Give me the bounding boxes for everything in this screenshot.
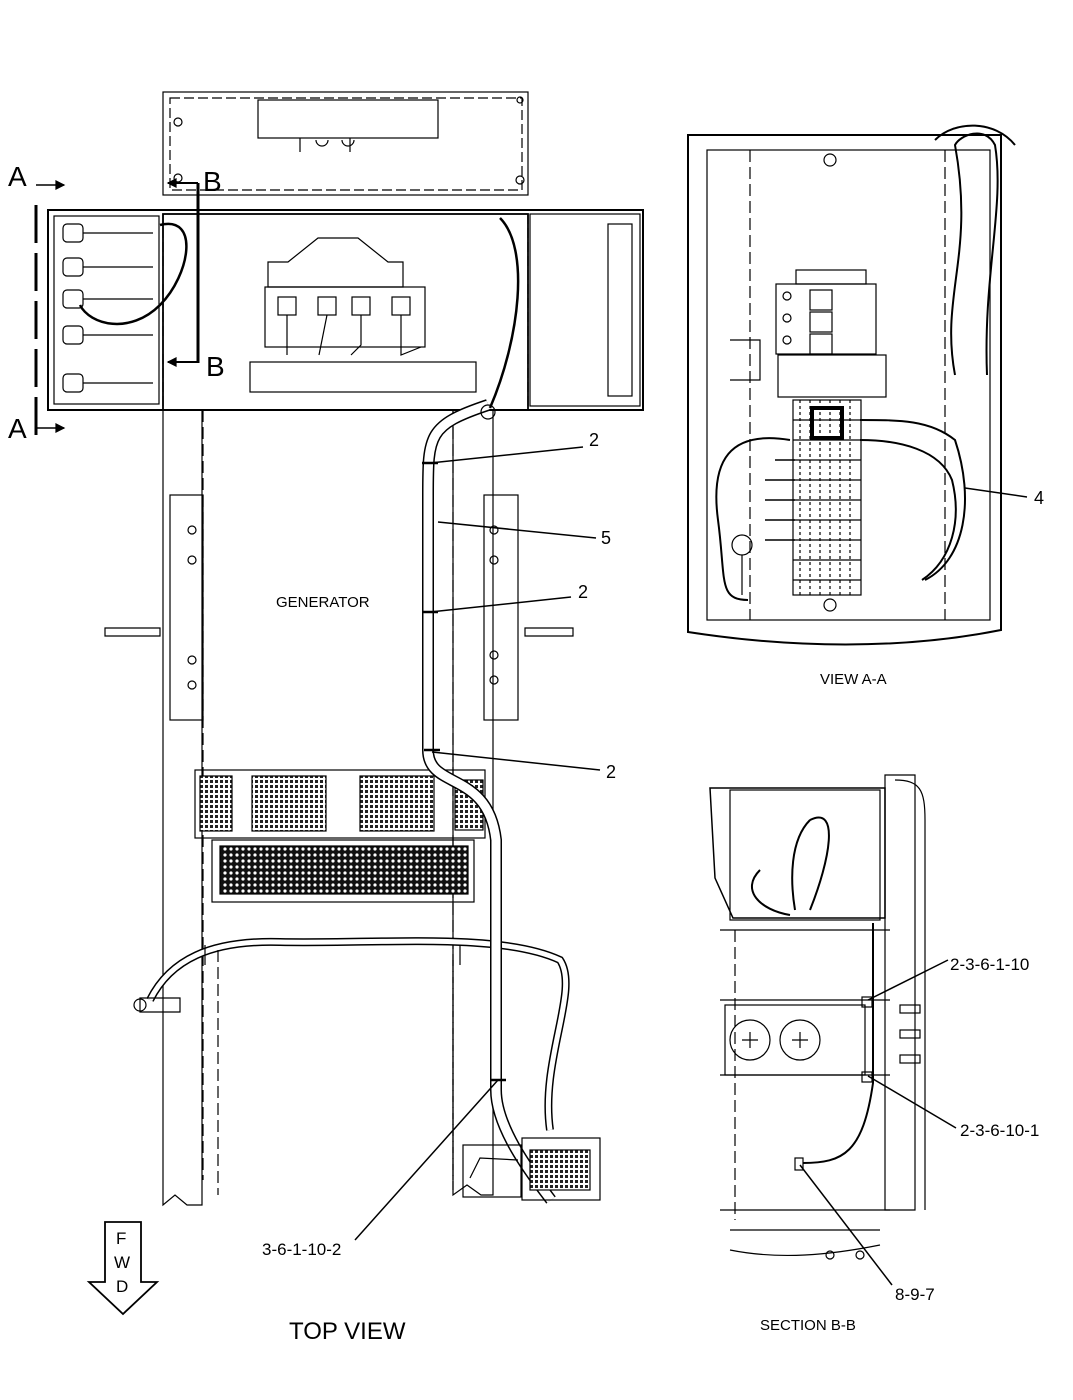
callout-bb-ref-3: 8-9-7 [895,1285,935,1304]
section-bb-drawing [709,774,957,1286]
left-panel-connectors [62,223,153,393]
callout-view-aa: 4 [1034,488,1044,508]
fwd-letter-w: W [114,1253,130,1272]
callout-clip-1: 2 [589,430,599,450]
section-b-top-label: B [203,166,222,197]
top-view-drawing [34,91,644,1316]
view-aa-title: VIEW A-A [820,671,887,688]
callout-bb-ref-2: 2-3-6-10-1 [960,1121,1039,1140]
generator-label: GENERATOR [276,594,370,611]
top-view-title: TOP VIEW [289,1318,406,1345]
section-bb-title: SECTION B-B [760,1317,856,1334]
fwd-letter-d: D [116,1277,128,1296]
section-a-top-label: A [8,161,27,192]
labels: A A B B GENERATOR 2 5 2 2 3-6-1-10-2 F W… [8,161,1044,1345]
callout-ref-top: 3-6-1-10-2 [262,1240,341,1259]
callout-bb-ref-1: 2-3-6-1-10 [950,955,1029,974]
fwd-letter-f: F [116,1229,126,1248]
section-b-bottom-label: B [206,351,225,382]
view-aa-drawing [687,124,1028,646]
callout-cable: 5 [601,528,611,548]
callout-clip-2: 2 [578,582,588,602]
generator-terminals [249,237,477,393]
section-a-bottom-label: A [8,413,27,444]
callout-clip-3: 2 [606,762,616,782]
